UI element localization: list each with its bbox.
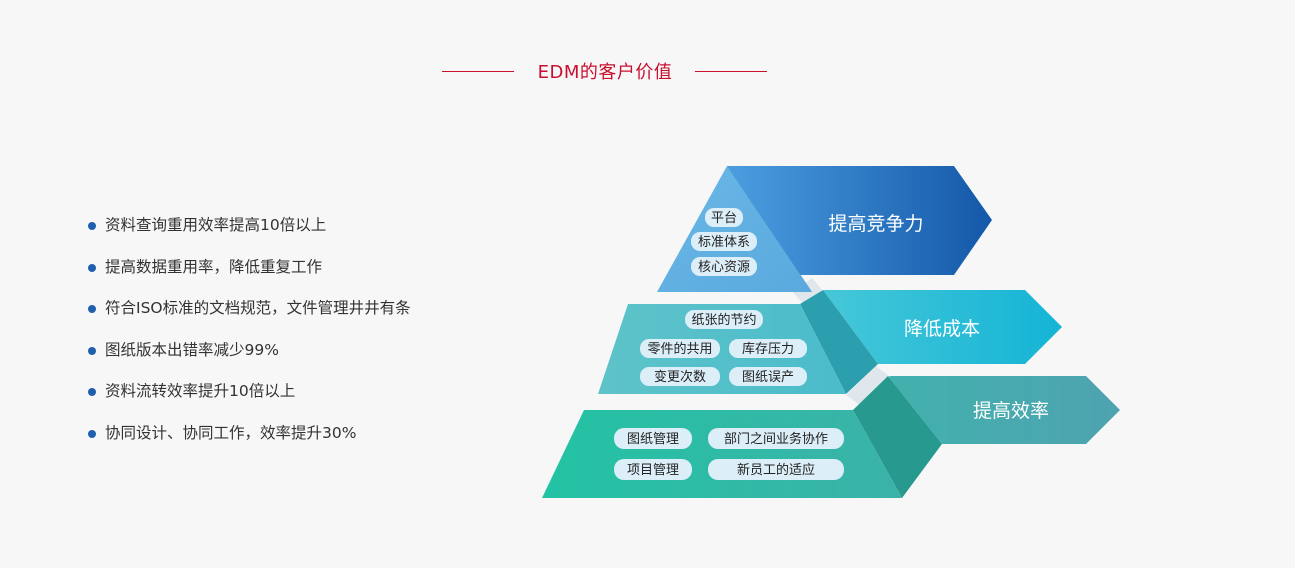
pyramid-tier-bottom-face (542, 410, 902, 498)
bullet-dot-icon (88, 388, 96, 396)
benefit-text: 资料流转效率提升10倍以上 (105, 382, 296, 400)
page-title: EDM的客户价值 (537, 62, 673, 83)
bullet-dot-icon (88, 222, 96, 230)
band-arrow-top (727, 166, 992, 275)
band-label-top: 提高竞争力 (828, 213, 923, 235)
tier-connector (846, 366, 890, 406)
pyramid-tier-bottom-side (853, 376, 942, 498)
benefit-item: 资料查询重用效率提高10倍以上 (88, 205, 411, 247)
benefit-text: 图纸版本出错率减少99% (105, 340, 279, 359)
benefit-item: 提高数据重用率，降低重复工作 (88, 247, 411, 289)
section-header: EDM的客户价值 (0, 56, 1210, 86)
benefit-item: 图纸版本出错率减少99% (88, 330, 411, 372)
bullet-dot-icon (88, 429, 96, 438)
pill-label: 变更次数 (654, 369, 706, 385)
benefit-list: 资料查询重用效率提高10倍以上 提高数据重用率，降低重复工作 符合ISO标准的文… (88, 205, 411, 454)
tier-middle-items: 纸张的节约 零件的共用 库存压力 变更次数 图纸误产 (640, 310, 807, 386)
band-label-middle: 降低成本 (904, 318, 980, 340)
band-label-bottom: 提高效率 (973, 400, 1049, 422)
benefit-text: 协同设计、协同工作，效率提升30% (105, 423, 357, 442)
title-divider-left (442, 71, 514, 72)
benefit-item: 资料流转效率提升10倍以上 (88, 371, 411, 413)
pill-label: 核心资源 (698, 260, 750, 275)
pill-label: 图纸误产 (742, 370, 794, 385)
pill-label: 图纸管理 (627, 432, 679, 447)
pyramid-tier-middle-side (800, 290, 878, 394)
pill-label: 部门之间业务协作 (724, 431, 828, 447)
pill-label: 纸张的节约 (691, 312, 756, 328)
band-arrow-bottom (888, 376, 1120, 444)
bullet-dot-icon (88, 263, 96, 272)
benefit-text: 提高数据重用率，降低重复工作 (105, 257, 323, 276)
title-divider-right (695, 71, 767, 72)
benefit-text: 符合ISO标准的文档规范，文件管理井井有条 (105, 299, 411, 317)
pill-label: 平台 (711, 211, 737, 226)
pill-label: 库存压力 (742, 341, 794, 357)
tier-bottom-items: 图纸管理 部门之间业务协作 项目管理 新员工的适应 (614, 428, 844, 480)
pill-label: 零件的共用 (647, 341, 712, 357)
benefit-item: 符合ISO标准的文档规范，文件管理井井有条 (88, 288, 411, 330)
benefit-item: 协同设计、协同工作，效率提升30% (88, 413, 411, 455)
band-arrow-middle (823, 290, 1062, 364)
pill-label: 项目管理 (627, 463, 679, 478)
benefit-text: 资料查询重用效率提高10倍以上 (105, 216, 327, 234)
pill-label: 新员工的适应 (737, 462, 815, 478)
pill-label: 标准体系 (698, 235, 750, 250)
bullet-dot-icon (88, 305, 96, 313)
bullet-dot-icon (88, 346, 96, 355)
tier-top-items: 平台 标准体系 核心资源 (691, 208, 757, 276)
